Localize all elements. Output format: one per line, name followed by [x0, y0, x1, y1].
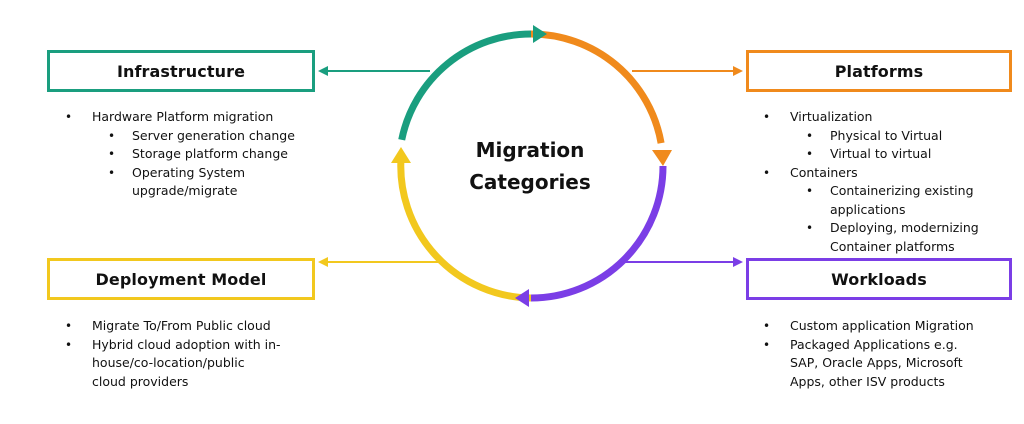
- center-label-line1: Migration: [475, 138, 585, 162]
- cycle-arc-green: [398, 30, 532, 141]
- list-item: Containers Containerizing existing appli…: [763, 164, 993, 257]
- platforms-list: Virtualization Physical to Virtual Virtu…: [763, 108, 993, 256]
- category-title-infrastructure: Infrastructure: [116, 61, 246, 81]
- cycle-arrowhead-orange: [652, 150, 672, 166]
- center-label-line2: Categories: [469, 170, 591, 194]
- list-item-text: Containers: [790, 164, 858, 180]
- sub-list: Physical to Virtual Virtual to virtual: [790, 127, 993, 164]
- category-box-infrastructure: Infrastructure: [47, 50, 315, 92]
- sub-list-item: Server generation change: [92, 127, 325, 146]
- list-item: Hardware Platform migration Server gener…: [65, 108, 325, 201]
- list-item: Hybrid cloud adoption with in-house/co-l…: [65, 336, 282, 392]
- category-box-workloads: Workloads: [746, 258, 1012, 300]
- list-item: Virtualization Physical to Virtual Virtu…: [763, 108, 993, 164]
- sub-list-item: Physical to Virtual: [790, 127, 993, 146]
- list-item: Custom application Migration: [763, 317, 993, 336]
- cycle-arc-yellow: [397, 156, 532, 302]
- sub-list: Containerizing existing applications Dep…: [790, 182, 993, 256]
- list-item-text: Virtualization: [790, 109, 873, 124]
- category-box-deployment-model: Deployment Model: [47, 258, 315, 300]
- category-title-workloads: Workloads: [831, 269, 927, 289]
- sub-list-item: Virtual to virtual: [790, 145, 993, 164]
- workloads-list: Custom application Migration Packaged Ap…: [763, 317, 993, 391]
- sub-list-item: Containerizing existing applications: [790, 182, 980, 219]
- list-item-text: Hardware Platform migration: [92, 109, 274, 124]
- list-item: Packaged Applications e.g. SAP, Oracle A…: [763, 336, 965, 392]
- cycle-arrowhead-green: [533, 25, 547, 43]
- cycle-arrowhead-yellow: [391, 147, 411, 163]
- center-label: Migration Categories: [448, 134, 612, 198]
- sub-list-item: Operating System upgrade/migrate: [92, 164, 282, 201]
- deployment-model-list: Migrate To/From Public cloud Hybrid clou…: [65, 317, 305, 391]
- list-item: Migrate To/From Public cloud: [65, 317, 305, 336]
- cycle-arc-purple: [530, 165, 667, 302]
- sub-list-item: Storage platform change: [92, 145, 325, 164]
- sub-list-item: Deploying, modernizing Container platfor…: [790, 219, 980, 256]
- category-title-deployment-model: Deployment Model: [95, 269, 267, 289]
- cycle-arrowhead-purple: [515, 289, 529, 307]
- infrastructure-list: Hardware Platform migration Server gener…: [65, 108, 325, 201]
- sub-list: Server generation change Storage platfor…: [92, 127, 325, 201]
- cycle-arc-orange: [530, 30, 665, 144]
- category-box-platforms: Platforms: [746, 50, 1012, 92]
- category-title-platforms: Platforms: [834, 61, 924, 81]
